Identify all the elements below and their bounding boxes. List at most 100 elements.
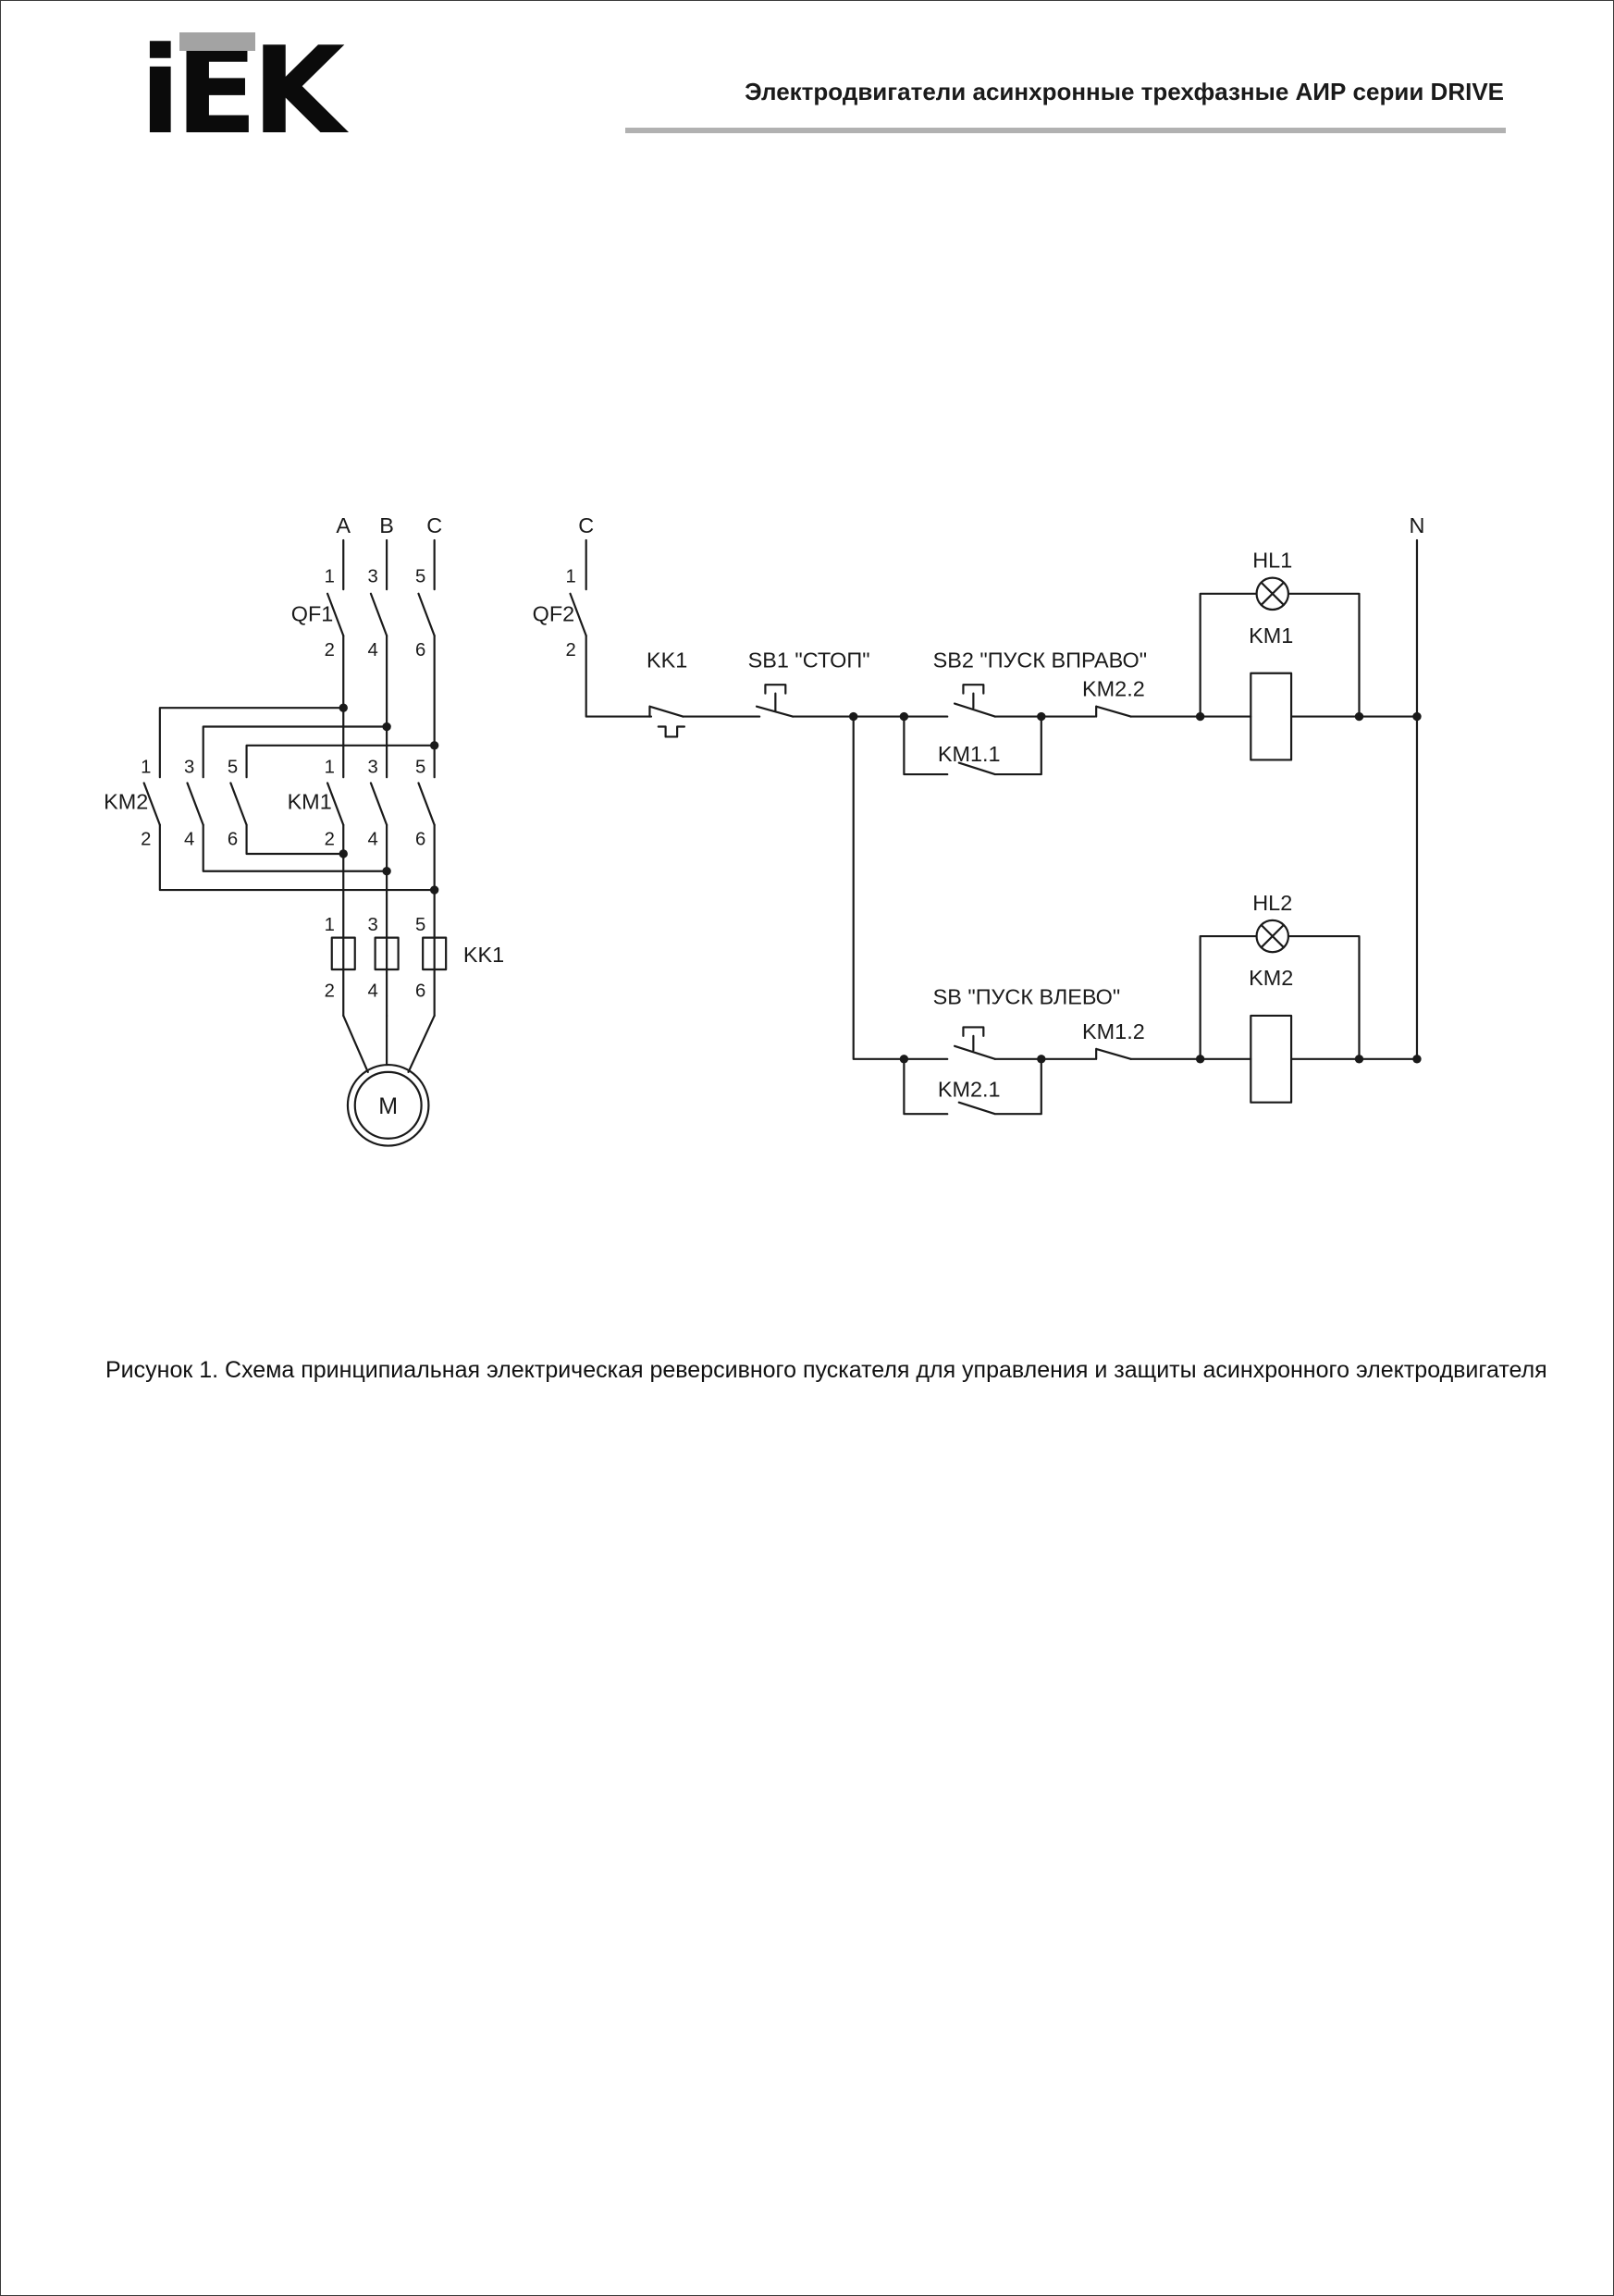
km21-aux-contact-branch <box>903 1057 1042 1116</box>
terminal-number: 1 <box>325 915 335 935</box>
header-rule <box>625 128 1506 133</box>
terminal-number: 4 <box>367 981 377 1002</box>
sb-start-left-label: SB "ПУСК ВЛЕВО" <box>933 984 1121 1008</box>
junction-dot <box>1037 1055 1046 1064</box>
logo-letter-e: E <box>176 31 258 151</box>
kk1-contact-label: KK1 <box>647 648 687 672</box>
control-circuit <box>569 538 1419 1116</box>
junction-dot <box>429 885 439 895</box>
sb1-stop-label: SB1 "СТОП" <box>748 648 870 672</box>
kk1-label: KK1 <box>463 943 504 967</box>
junction-dot <box>339 849 348 858</box>
terminal-number: 6 <box>228 830 238 850</box>
junction-dot <box>1412 1055 1422 1064</box>
junction-dot <box>1354 711 1364 722</box>
terminal-number: 6 <box>415 830 425 850</box>
terminal-number: 2 <box>325 981 335 1002</box>
junction-dot <box>849 711 858 722</box>
qf2-lines <box>585 538 653 718</box>
motor-label: M <box>378 1093 398 1119</box>
logo-gray-bar-icon <box>179 32 255 51</box>
hl1-lamp-branch <box>1199 592 1361 718</box>
hl2-lamp-branch <box>1199 934 1361 1060</box>
logo-letter-k: K <box>252 20 345 161</box>
diagram-labels: A B C QF1 1 3 5 2 4 6 KM2 1 3 5 2 4 6 KM… <box>104 513 1424 1119</box>
terminal-number: 1 <box>325 566 335 586</box>
km11-aux-contact-branch <box>903 715 1042 776</box>
km21-label: KM2.1 <box>938 1077 1001 1101</box>
power-phase-lines <box>342 538 436 1018</box>
km2-coil <box>1250 1014 1293 1104</box>
junction-dot <box>899 1055 909 1064</box>
terminal-number: 4 <box>367 640 377 660</box>
qf2-breaker-blade <box>569 592 587 637</box>
km2-crossover-lines <box>158 823 436 892</box>
terminal-number: 3 <box>367 758 377 778</box>
hl2-lamp-icon <box>1255 919 1290 954</box>
figure-caption: Рисунок 1. Схема принципиальная электрич… <box>105 1357 1547 1383</box>
motor-inner-circle <box>353 1070 423 1140</box>
kk1-heater-element <box>374 936 400 971</box>
logo-letter-i: i <box>140 20 180 161</box>
junction-dot <box>899 711 909 722</box>
junction-dot <box>429 741 439 750</box>
km2-label: KM2 <box>104 790 148 814</box>
neutral-label: N <box>1410 513 1425 537</box>
sb-start-left-button <box>953 1026 996 1060</box>
junction-dot <box>1195 1055 1205 1064</box>
kk1-heater-element <box>422 936 448 971</box>
hl2-lamp-cross <box>1260 923 1285 949</box>
km2-coil-label: KM2 <box>1249 966 1293 990</box>
sb1-stop-button <box>755 684 795 718</box>
junction-dot <box>1354 1055 1364 1064</box>
terminal-number: 5 <box>415 915 425 935</box>
terminal-number: 3 <box>367 915 377 935</box>
terminal-number: 2 <box>325 830 335 850</box>
junction-dots <box>339 703 1422 1064</box>
phase-label-a: A <box>336 513 351 537</box>
terminal-number: 5 <box>228 758 238 778</box>
terminal-number: 4 <box>184 830 194 850</box>
hl1-label: HL1 <box>1252 549 1292 573</box>
terminal-number: 1 <box>565 566 575 586</box>
km12-nc-contact <box>1095 1047 1132 1060</box>
power-circuit <box>142 538 448 1147</box>
junction-dot <box>382 722 391 732</box>
junction-dot <box>339 703 348 712</box>
terminal-number: 3 <box>367 566 377 586</box>
qf2-label: QF2 <box>533 601 575 625</box>
junction-dot <box>1037 711 1046 722</box>
sb2-start-right-button <box>953 684 996 718</box>
circuit-diagram: A B C QF1 1 3 5 2 4 6 KM2 1 3 5 2 4 6 KM… <box>104 513 1424 1147</box>
junction-dot <box>1412 711 1422 722</box>
km11-label: KM1.1 <box>938 742 1001 766</box>
phase-label-c-control: C <box>578 513 594 537</box>
km22-nc-contact <box>1095 705 1132 718</box>
phase-label-b: B <box>379 513 394 537</box>
junction-dot <box>382 867 391 876</box>
km1-coil-label: KM1 <box>1249 623 1293 648</box>
km1-coil <box>1250 672 1293 761</box>
terminal-number: 2 <box>325 640 335 660</box>
phase-label-c-power: C <box>426 513 442 537</box>
terminal-number: 2 <box>141 830 151 850</box>
terminal-number: 1 <box>325 758 335 778</box>
terminal-number: 4 <box>367 830 377 850</box>
junction-dot <box>1195 711 1205 722</box>
hl1-lamp-icon <box>1255 576 1290 611</box>
terminal-number: 6 <box>415 640 425 660</box>
km2-contact-blades <box>142 782 248 826</box>
km2-feed-lines <box>158 707 436 779</box>
km1-label: KM1 <box>288 790 332 814</box>
motor-outer-circle <box>346 1063 430 1147</box>
terminal-number: 3 <box>184 758 194 778</box>
terminal-number: 6 <box>415 981 425 1002</box>
kk1-nc-contact <box>648 705 686 738</box>
qf1-breaker-blades <box>326 592 436 637</box>
kk1-heater-element <box>330 936 356 971</box>
hl2-label: HL2 <box>1252 891 1292 915</box>
terminal-number: 5 <box>415 566 425 586</box>
terminal-number: 1 <box>141 758 151 778</box>
